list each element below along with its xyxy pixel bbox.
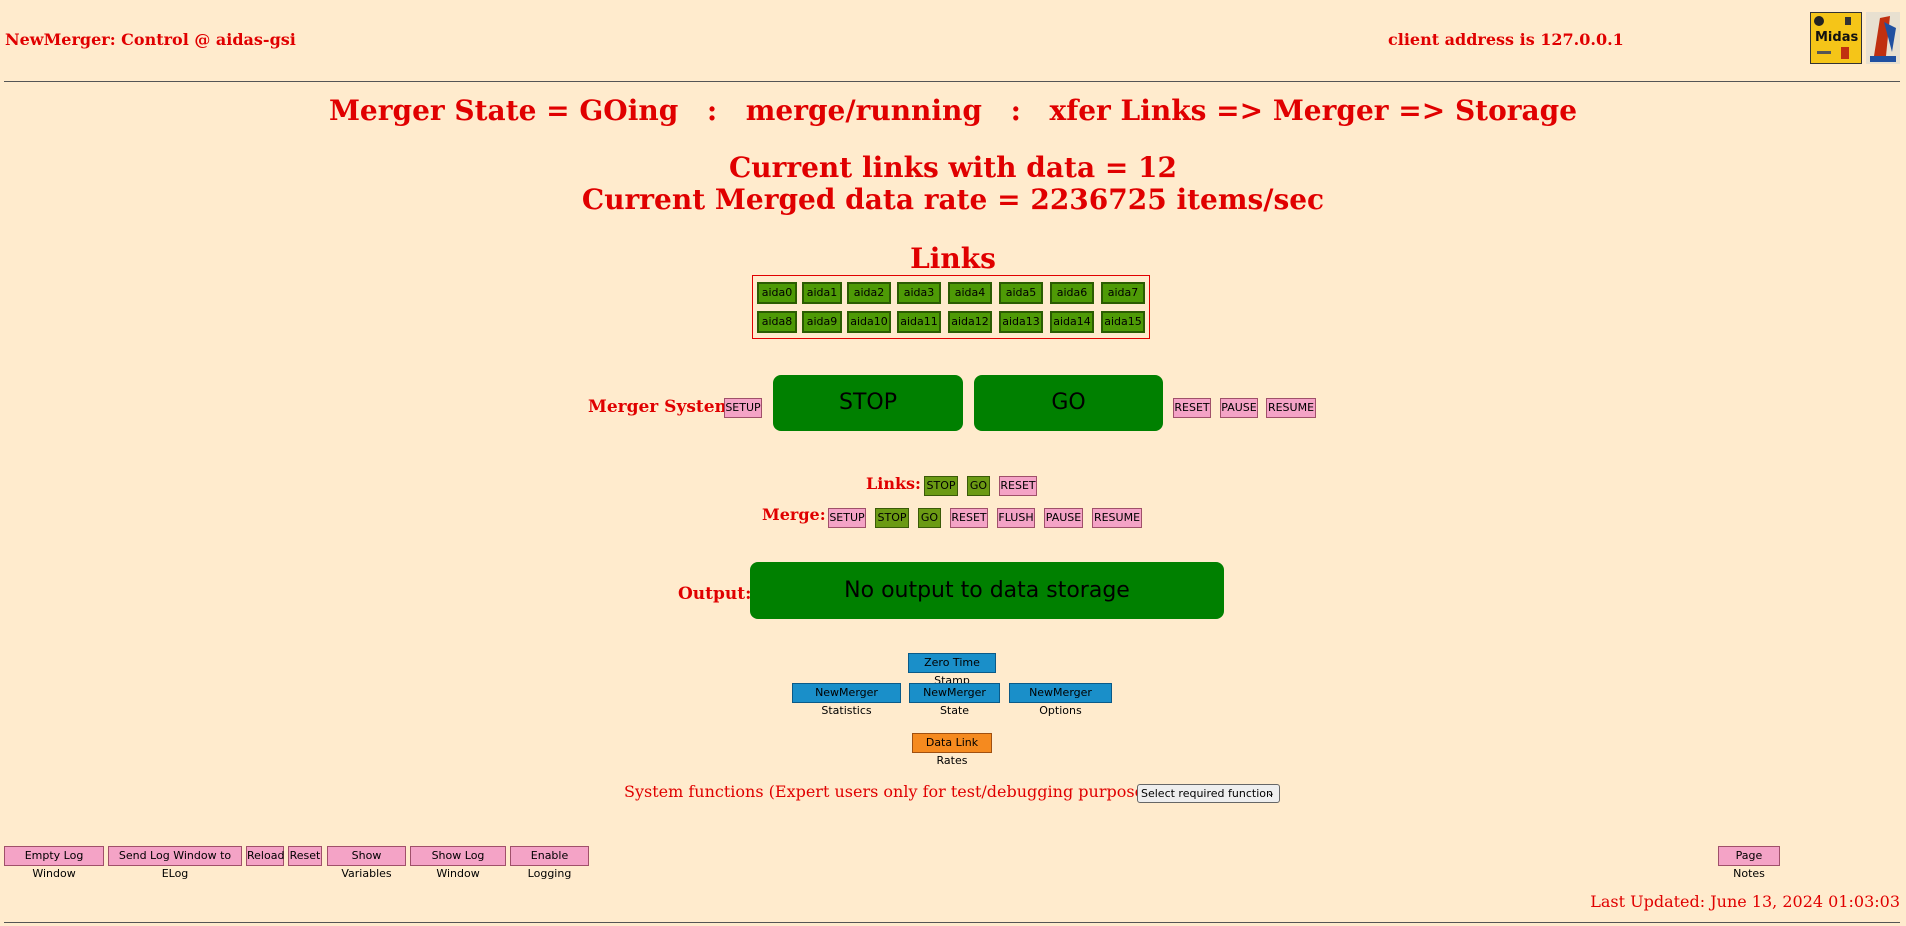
merger-reset-button[interactable]: RESET [1173,398,1211,418]
link-aida0[interactable]: aida0 [757,282,797,304]
svg-text:Midas: Midas [1815,30,1858,45]
link-aida5[interactable]: aida5 [999,282,1043,304]
output-label: Output: [678,584,752,604]
links-title: Links [910,242,996,275]
merged-data-rate: Current Merged data rate = 2236725 items… [581,183,1325,216]
show-variables-button[interactable]: Show Variables [327,846,406,880]
link-aida13[interactable]: aida13 [999,311,1043,333]
chevron-down-icon: ⌄ [1266,788,1275,799]
last-updated: Last Updated: June 13, 2024 01:03:03 [1590,892,1900,911]
link-aida8[interactable]: aida8 [757,311,797,333]
data-link-rates-button[interactable]: Data Link Rates [912,733,992,767]
link-aida7[interactable]: aida7 [1101,282,1145,304]
merge-resume-button[interactable]: RESUME [1092,508,1142,528]
system-function-selected: Select required function [1141,787,1273,800]
link-aida3[interactable]: aida3 [897,282,941,304]
system-functions-label: System functions (Expert users only for … [624,782,1178,801]
merger-system-label: Merger System: [588,397,739,417]
merge-go-button[interactable]: GO [918,508,941,528]
merger-state: Merger State = GOing [328,94,679,127]
links-reset-button[interactable]: RESET [999,476,1037,496]
merge-reset-button[interactable]: RESET [950,508,988,528]
triumf-logo [1866,12,1900,64]
link-aida10[interactable]: aida10 [847,311,891,333]
xfer-path: xfer Links => Merger => Storage [1049,94,1578,127]
links-go-button[interactable]: GO [967,476,990,496]
merge-control-label: Merge: [762,505,826,524]
merger-go-button[interactable]: GO [974,375,1163,431]
merger-setup-button[interactable]: SETUP [724,398,762,418]
link-aida1[interactable]: aida1 [802,282,842,304]
midas-logo: Midas [1810,12,1862,64]
page-notes-button[interactable]: Page Notes [1718,846,1780,880]
links-grid: aida0 aida1 aida2 aida3 aida4 aida5 aida… [752,275,1150,339]
links-stop-button[interactable]: STOP [924,476,958,496]
zero-time-stamp-button[interactable]: Zero Time Stamp [908,653,996,687]
merger-status-line: Merger State = GOing : merge/running : x… [0,94,1906,127]
link-aida14[interactable]: aida14 [1050,311,1094,333]
reset-button[interactable]: Reset [288,846,322,866]
merge-flush-button[interactable]: FLUSH [997,508,1035,528]
merge-setup-button[interactable]: SETUP [828,508,866,528]
links-with-data: Current links with data = 12 [728,151,1178,184]
link-aida4[interactable]: aida4 [948,282,992,304]
client-address: client address is 127.0.0.1 [1388,30,1624,49]
merge-pause-button[interactable]: PAUSE [1044,508,1083,528]
enable-logging-button[interactable]: Enable Logging [510,846,589,880]
link-aida11[interactable]: aida11 [897,311,941,333]
output-storage-button[interactable]: No output to data storage [750,562,1224,619]
merger-resume-button[interactable]: RESUME [1266,398,1316,418]
link-aida15[interactable]: aida15 [1101,311,1145,333]
state-button[interactable]: NewMerger State [909,683,1000,717]
link-aida12[interactable]: aida12 [948,311,992,333]
send-log-elog-button[interactable]: Send Log Window to ELog [108,846,242,880]
reload-button[interactable]: Reload [246,846,284,866]
merger-stop-button[interactable]: STOP [773,375,963,431]
empty-log-button[interactable]: Empty Log Window [4,846,104,880]
status-separator: : [1010,94,1021,127]
link-aida9[interactable]: aida9 [802,311,842,333]
link-aida6[interactable]: aida6 [1050,282,1094,304]
system-function-select[interactable]: Select required function ⌄ [1137,784,1280,803]
footer-divider [4,922,1900,923]
links-control-label: Links: [866,474,921,493]
options-button[interactable]: NewMerger Options [1009,683,1112,717]
merger-mode: merge/running [745,94,982,127]
status-separator: : [706,94,718,127]
header-divider [4,81,1900,82]
merger-pause-button[interactable]: PAUSE [1220,398,1258,418]
statistics-button[interactable]: NewMerger Statistics [792,683,901,717]
link-aida2[interactable]: aida2 [847,282,891,304]
show-log-button[interactable]: Show Log Window [410,846,506,880]
merge-stop-button[interactable]: STOP [875,508,909,528]
page-title: NewMerger: Control @ aidas-gsi [5,30,296,49]
